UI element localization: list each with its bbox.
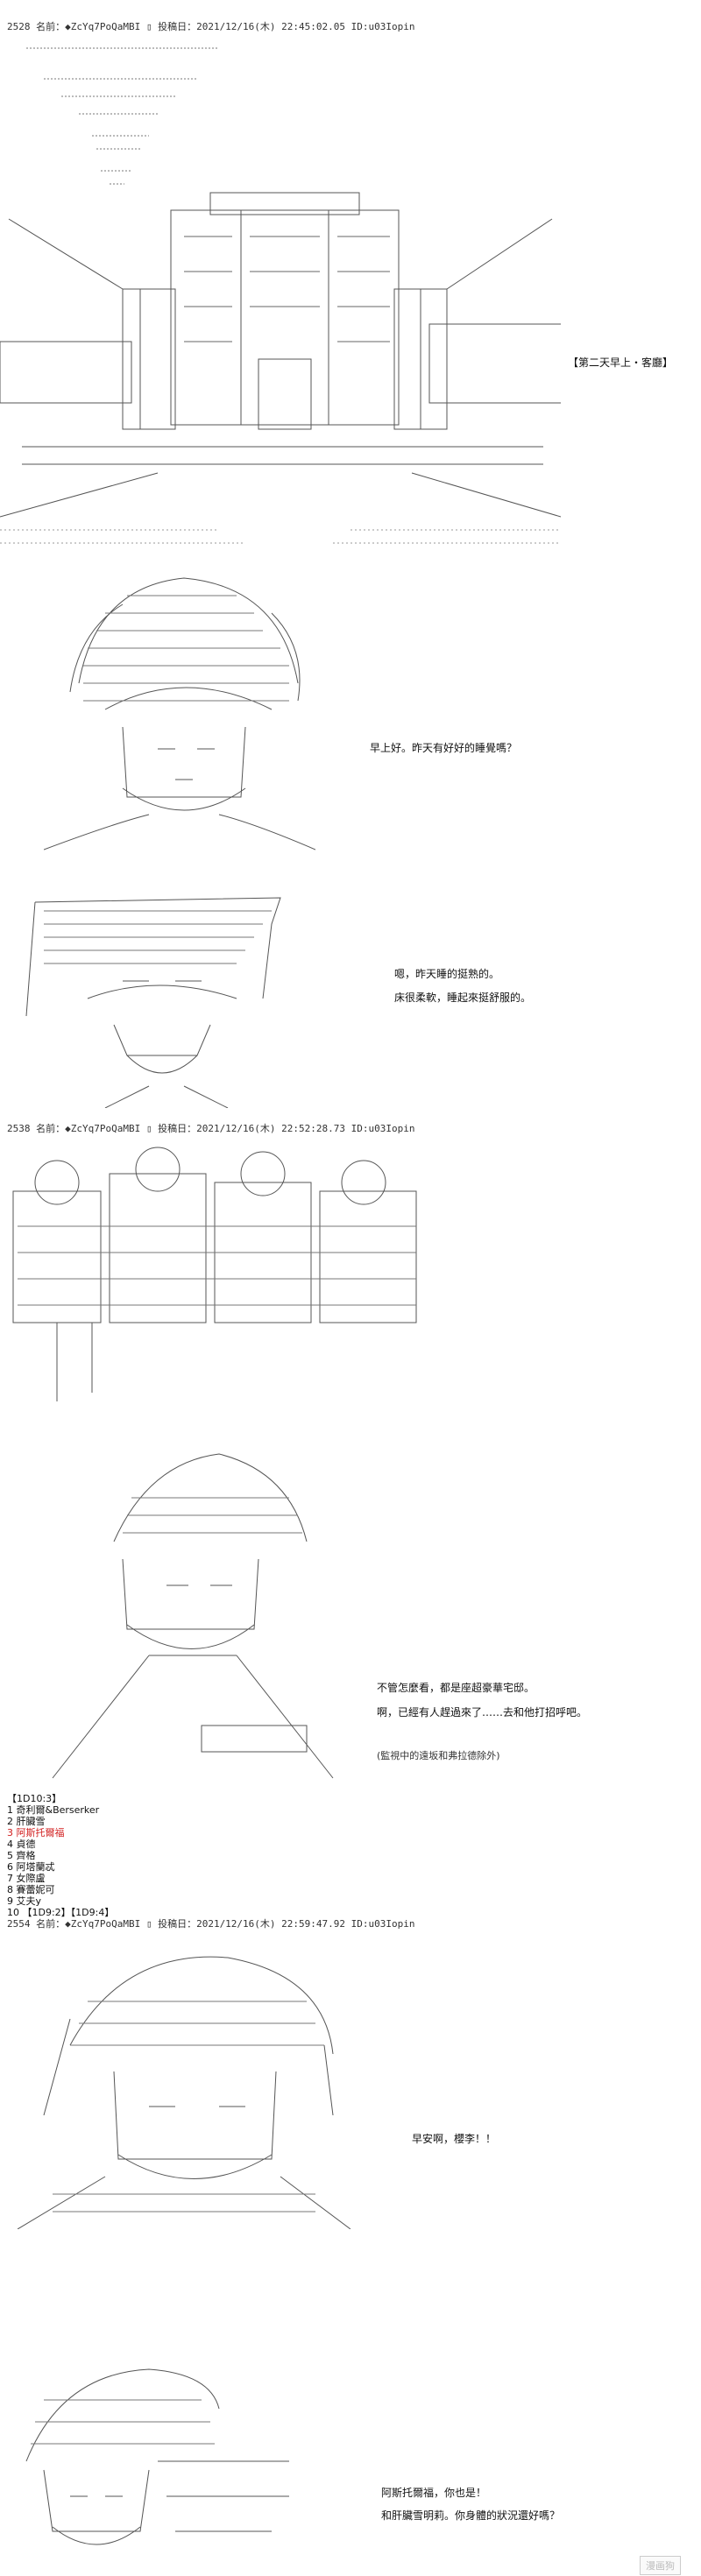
post-header: 2538 名前：◆ZcYq7PoQaMBI ▯ 投稿日：2021/12/16(木… — [7, 1123, 415, 1134]
mansion-art — [0, 184, 561, 552]
character-1-art — [44, 561, 315, 858]
list-item: 4 貞德 — [7, 1838, 36, 1850]
character-2-art — [18, 876, 298, 1108]
dialogue-3c-note: (監視中的遠坂和弗拉德除外) — [377, 1750, 500, 1761]
list-item-highlighted: 3 阿斯托爾福 — [7, 1827, 65, 1838]
choice-list-title: 【1D10:3】 — [7, 1793, 62, 1804]
crowd-art — [4, 1139, 443, 1401]
choice-list: 【1D10:3】 1 奇利爾&Berserker 2 肝臟雪 3 阿斯托爾福 4… — [7, 1793, 114, 1918]
dialogue-5b: 和肝臟雪明莉。你身體的狀況還好嗎？ — [381, 2509, 561, 2522]
post-header: 2554 名前：◆ZcYq7PoQaMBI ▯ 投稿日：2021/12/16(木… — [7, 1918, 415, 1930]
list-item: 9 艾夫y — [7, 1895, 42, 1907]
post-header: 2528 名前：◆ZcYq7PoQaMBI ▯ 投稿日：2021/12/16(木… — [7, 21, 415, 32]
character-5-art — [9, 2356, 289, 2566]
title-banner-art — [26, 39, 219, 188]
dialogue-2b: 床很柔軟，睡起來挺舒服的。 — [394, 992, 532, 1004]
list-item: 10 【1D9:2】【1D9:4】 — [7, 1907, 115, 1918]
character-4-art — [18, 1940, 350, 2229]
dialogue-3a: 不管怎麼看，都是座超豪華宅邸。 — [377, 1682, 535, 1694]
character-3-art — [44, 1445, 342, 1787]
list-item: 6 阿塔蘭忒 — [7, 1861, 55, 1873]
dialogue-2a: 嗯，昨天睡的挺熟的。 — [394, 968, 500, 980]
dialogue-1: 早上好。昨天有好好的睡覺嗎？ — [370, 742, 518, 754]
watermark-logo: 漫画狗 — [640, 2556, 681, 2575]
list-item: 8 賽蕾妮可 — [7, 1884, 55, 1895]
dialogue-3b: 啊，已經有人趕過來了……去和他打招呼吧。 — [377, 1706, 588, 1719]
dialogue-5a: 阿斯托爾福，你也是！ — [381, 2487, 487, 2499]
list-item: 5 齊格 — [7, 1850, 36, 1861]
scene-title: 【第二天早上・客廳】 — [568, 356, 674, 369]
list-item: 7 女際盧 — [7, 1873, 46, 1884]
list-item: 2 肝臟雪 — [7, 1816, 46, 1827]
dialogue-4: 早安啊，櫻李！！ — [412, 2133, 497, 2145]
list-item: 1 奇利爾&Berserker — [7, 1804, 100, 1816]
